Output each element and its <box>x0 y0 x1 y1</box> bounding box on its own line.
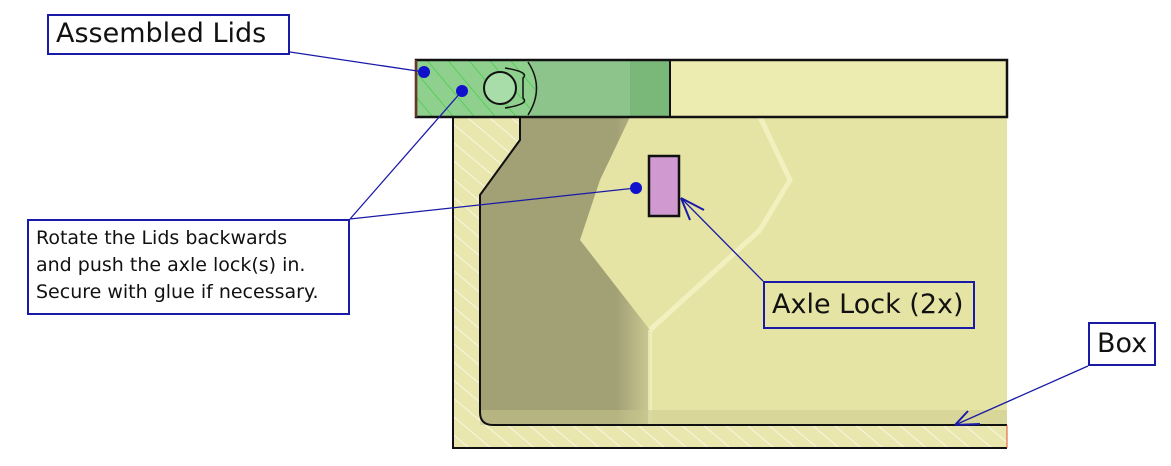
axle-lock-label: Axle Lock (2x) <box>763 281 975 329</box>
axle-circle <box>483 71 517 105</box>
box-text: Box <box>1097 328 1148 359</box>
cavity-shadow <box>480 117 650 425</box>
box-label: Box <box>1088 322 1156 366</box>
instruction-line: Secure with glue if necessary. <box>36 281 319 303</box>
instruction-line: Rotate the Lids backwards <box>36 227 288 249</box>
axle-lock-text: Axle Lock (2x) <box>772 289 964 320</box>
leader-dots <box>418 66 642 194</box>
instruction-note: Rotate the Lids backwards and push the a… <box>27 219 350 315</box>
assembled-lids-text: Assembled Lids <box>56 18 267 49</box>
axle-lock-part <box>647 154 681 218</box>
assembled-lids-label: Assembled Lids <box>47 14 290 55</box>
leader-lines <box>289 51 1089 426</box>
assembled-lids-part <box>414 58 1009 119</box>
instruction-line: and push the axle lock(s) in. <box>36 254 306 276</box>
